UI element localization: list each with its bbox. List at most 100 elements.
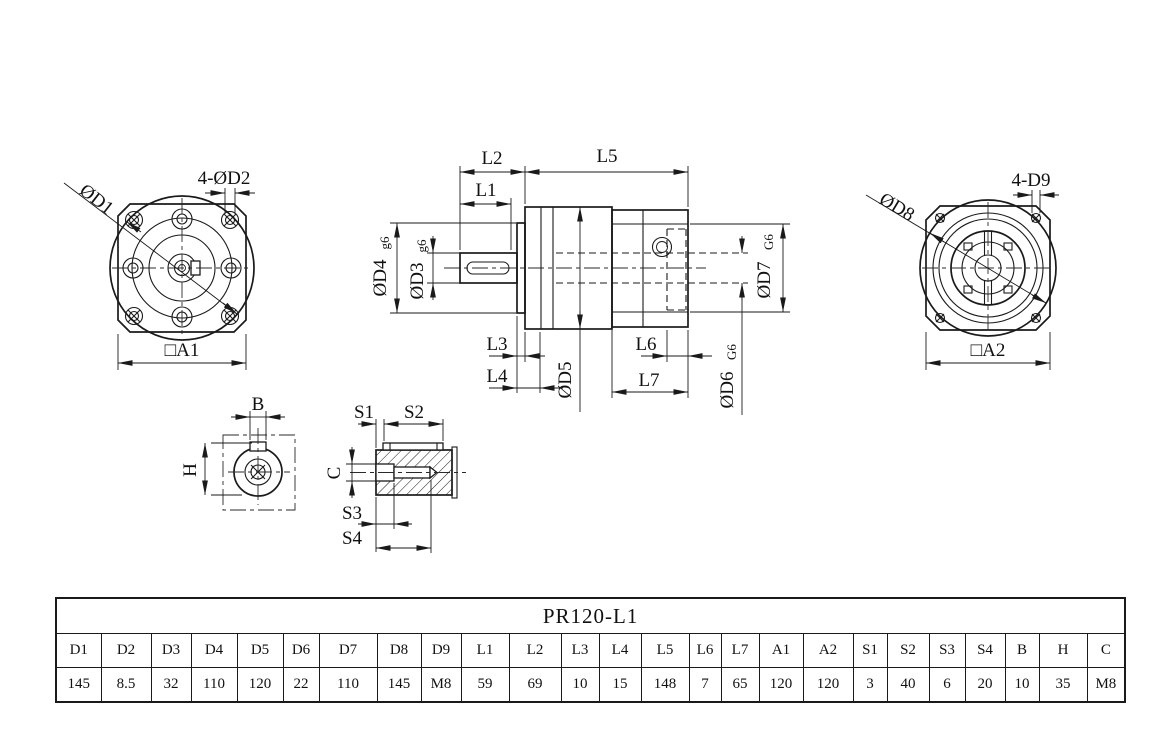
dim-d9: 4-D9 (1011, 170, 1059, 213)
dim-s3-s4: S3 S4 (342, 480, 432, 553)
clamp-screw-socket (656, 241, 668, 253)
dim-label-d3: ØD3 (407, 263, 428, 300)
value-cell: M8 (1086, 667, 1126, 703)
value-cell: 120 (236, 667, 284, 703)
technical-drawing: ØD1 4-ØD2 □A1 (63, 146, 1059, 553)
dim-label-d8: ØD8 (876, 189, 918, 226)
value-cell: 148 (640, 667, 690, 703)
spec-table: PR120-L1 D1 D2 D3 D4 D5 D6 D7 D8 D9 L1 L… (55, 597, 1127, 703)
dim-c: C (324, 447, 378, 498)
value-cell: M8 (420, 667, 462, 703)
dim-label-l3: L3 (486, 334, 507, 355)
flange-circle (109, 195, 255, 341)
value-cell: 6 (928, 667, 966, 703)
header-cell: D1 (55, 633, 102, 668)
header-cell: S4 (964, 633, 1006, 668)
key-end-view: B H (180, 394, 296, 511)
corner-holes-d9 (934, 212, 1042, 324)
dim-d7: ØD7 G6 (690, 223, 790, 313)
header-cell: D4 (190, 633, 238, 668)
clamp-screw (651, 236, 673, 258)
dim-label-d6: ØD6 (717, 372, 738, 409)
hidden-bore (556, 228, 748, 311)
dim-d5: ØD5 (555, 207, 583, 412)
value-cell: 69 (508, 667, 562, 703)
dim-d6: ØD6 G6 (717, 236, 745, 415)
dim-label-d2: 4-ØD2 (198, 168, 251, 189)
header-cell: D7 (318, 633, 378, 668)
table-header-row: D1 D2 D3 D4 D5 D6 D7 D8 D9 L1 L2 L3 L4 L… (55, 633, 1126, 668)
header-cell: L5 (640, 633, 690, 668)
dim-l6-l7: L6 L7 (611, 330, 712, 398)
clamp-slot (963, 231, 1013, 305)
dim-d4: ØD4 g6 (370, 222, 516, 314)
dim-label-d4: ØD4 (370, 259, 391, 296)
header-cell: D8 (376, 633, 422, 668)
dim-label-d1: ØD1 (75, 180, 117, 219)
header-cell: S1 (852, 633, 888, 668)
key-section-view: S1 S2 C S3 S4 (324, 402, 466, 553)
value-cell: 145 (376, 667, 422, 703)
dim-label-l5: L5 (596, 146, 617, 167)
rear-plate (925, 205, 1051, 331)
dim-label-d7: ØD7 (754, 262, 775, 299)
header-cell: S3 (928, 633, 966, 668)
value-cell: 65 (720, 667, 760, 703)
dim-label-a1: □A1 (165, 340, 200, 361)
value-cell: 59 (460, 667, 510, 703)
dim-d2: 4-ØD2 (198, 168, 255, 214)
header-cell: L2 (508, 633, 562, 668)
dim-label-d4-tol: g6 (377, 236, 392, 250)
header-cell: A2 (802, 633, 854, 668)
dim-h: H (180, 442, 252, 496)
header-cell: L4 (598, 633, 642, 668)
value-cell: 110 (318, 667, 378, 703)
dim-label-s2: S2 (404, 402, 424, 423)
dim-d1: ØD1 (63, 180, 238, 315)
header-cell: D9 (420, 633, 462, 668)
dim-label-s4: S4 (342, 528, 363, 549)
dim-d3: ØD3 g6 (407, 236, 462, 300)
value-cell: 120 (758, 667, 804, 703)
dim-label-l6: L6 (635, 334, 656, 355)
dim-l1: L1 (460, 180, 512, 250)
value-cell: 32 (150, 667, 192, 703)
value-cell: 35 (1038, 667, 1088, 703)
dim-label-c: C (324, 467, 345, 480)
table-title-row: PR120-L1 (55, 597, 1126, 634)
dim-label-l1: L1 (475, 180, 496, 201)
dim-a2: □A2 (925, 332, 1051, 370)
value-cell: 40 (886, 667, 930, 703)
shaft-keyway (466, 261, 510, 275)
dim-label-l4: L4 (486, 366, 508, 387)
header-cell: C (1086, 633, 1126, 668)
value-cell: 22 (282, 667, 320, 703)
dim-label-b: B (252, 394, 265, 415)
value-cell: 145 (55, 667, 102, 703)
dim-b: B (231, 394, 285, 440)
header-cell: L6 (688, 633, 722, 668)
header-cell: A1 (758, 633, 804, 668)
dim-label-d7-tol: G6 (761, 234, 776, 250)
value-cell: 110 (190, 667, 238, 703)
dim-label-d5: ØD5 (555, 362, 576, 399)
dim-label-a2: □A2 (971, 340, 1006, 361)
header-cell: L3 (560, 633, 600, 668)
front-view: ØD1 4-ØD2 □A1 (63, 168, 255, 370)
rear-housing (611, 209, 689, 328)
header-cell: D5 (236, 633, 284, 668)
header-cell: D3 (150, 633, 192, 668)
table-title: PR120-L1 (55, 597, 1126, 634)
header-cell: H (1038, 633, 1088, 668)
dim-label-d3-tol: g6 (414, 239, 429, 253)
header-cell: L7 (720, 633, 760, 668)
table-value-row: 145 8.5 32 110 120 22 110 145 M8 59 69 1… (55, 667, 1126, 703)
rear-view: ØD8 4-D9 □A2 (865, 170, 1059, 370)
dim-s1-s2: S1 S2 (354, 402, 444, 448)
value-cell: 7 (688, 667, 722, 703)
value-cell: 10 (560, 667, 600, 703)
mid-holes (122, 208, 242, 328)
key-side (382, 442, 444, 451)
dim-label-d6-tol: G6 (724, 344, 739, 360)
